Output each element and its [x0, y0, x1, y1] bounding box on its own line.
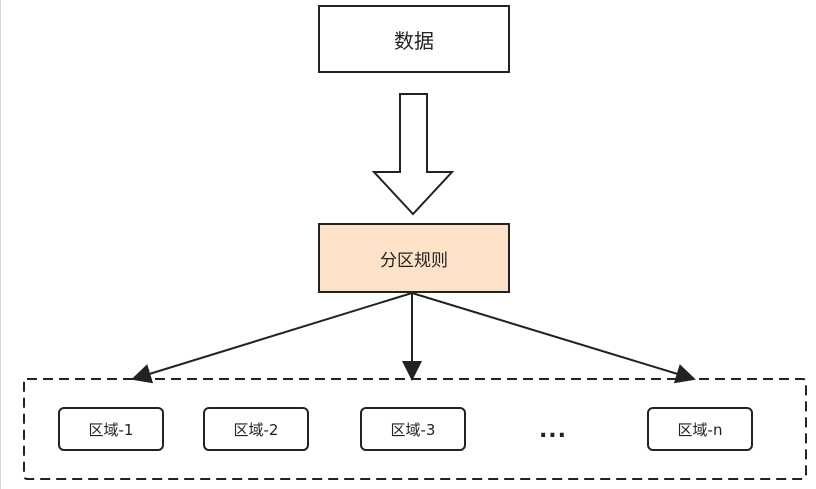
frame-edge	[0, 0, 1, 489]
region-ellipsis: ...	[538, 418, 568, 443]
data-node: 数据	[318, 5, 510, 73]
region-box-2: 区域-2	[203, 407, 309, 451]
arrow-to-region-right	[411, 292, 696, 384]
region-box-3: 区域-3	[360, 407, 466, 451]
region-label-3: 区域-3	[390, 420, 436, 439]
region-box-n: 区域-n	[647, 407, 753, 451]
region-label-n: 区域-n	[677, 420, 723, 439]
hollow-down-arrow	[371, 93, 455, 216]
partition-rule-label: 分区规则	[380, 250, 448, 271]
arrow-to-region-left	[131, 292, 413, 384]
region-label-1: 区域-1	[88, 420, 134, 439]
region-box-1: 区域-1	[58, 407, 164, 451]
data-node-label: 数据	[394, 28, 434, 53]
region-label-2: 区域-2	[233, 420, 279, 439]
partition-rule-node: 分区规则	[318, 223, 510, 293]
